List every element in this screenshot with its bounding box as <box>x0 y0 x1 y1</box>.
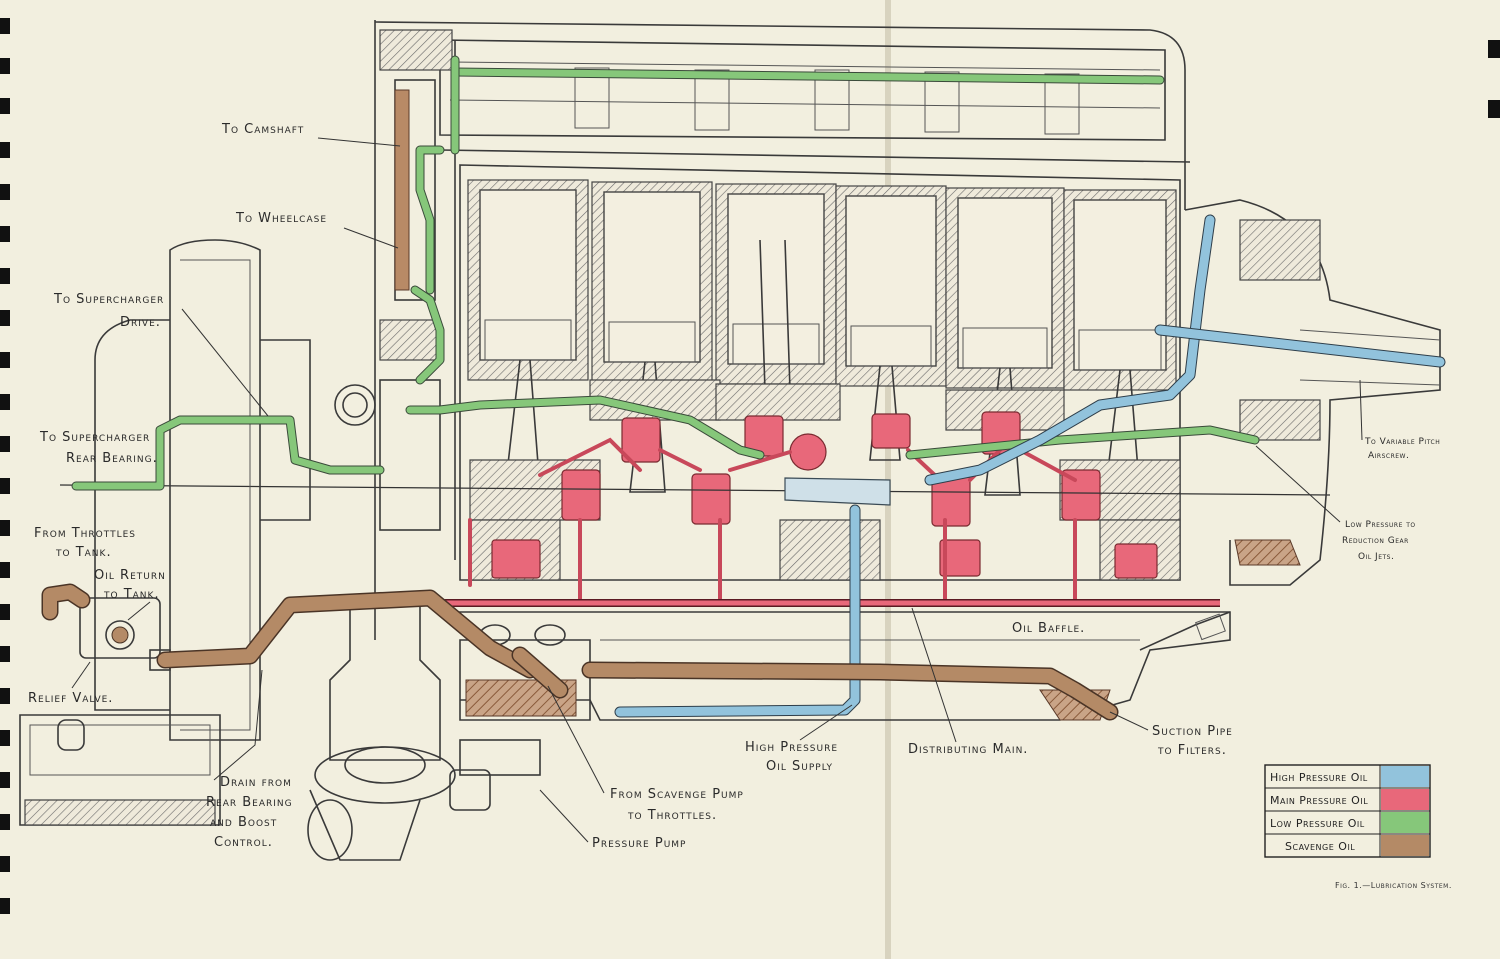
label-high-pressure-supply-2: Oil Supply <box>766 759 833 774</box>
legend-label-main-pressure: Main Pressure Oil <box>1270 794 1368 807</box>
label-drain-4: Control. <box>214 835 273 850</box>
label-low-pressure-jets-3: Oil Jets. <box>1358 552 1394 562</box>
label-relief-valve: Relief Valve. <box>28 691 113 706</box>
label-to-camshaft: To Camshaft <box>221 122 304 137</box>
label-drain-1: Drain from <box>220 775 292 790</box>
label-low-pressure-jets-1: Low Pressure to <box>1345 520 1416 530</box>
scavenge-oil-lines <box>41 583 1119 721</box>
legend-swatch-main-pressure <box>1381 789 1429 810</box>
label-from-throttles-1: From Throttles <box>34 526 136 541</box>
label-to-supercharger-drive-1: To Supercharger <box>53 292 164 307</box>
label-variable-pitch-2: Airscrew. <box>1368 451 1409 461</box>
label-to-supercharger-drive-2: Drive. <box>120 315 161 330</box>
label-distributing-main: Distributing Main. <box>908 742 1028 757</box>
legend-label-scavenge: Scavenge Oil <box>1285 840 1355 853</box>
label-oil-baffle: Oil Baffle. <box>1012 621 1085 636</box>
label-high-pressure-supply-1: High Pressure <box>745 740 838 755</box>
legend-swatch-low-pressure <box>1381 812 1429 833</box>
legend-swatch-high-pressure <box>1381 766 1429 787</box>
label-from-scavenge-1: From Scavenge Pump <box>610 787 744 802</box>
label-oil-return-1: Oil Return <box>94 568 166 583</box>
figure-caption: Fig. 1.—Lubrication System. <box>1335 881 1452 890</box>
label-from-throttles-2: to Tank. <box>55 545 112 560</box>
high-pressure-oil-lines <box>614 214 1446 718</box>
low-pressure-oil-lines <box>71 55 1260 491</box>
label-oil-return-2: to Tank. <box>103 587 160 602</box>
legend-label-high-pressure: High Pressure Oil <box>1270 771 1368 784</box>
legend: High Pressure Oil Main Pressure Oil Low … <box>1264 764 1431 858</box>
legend-swatch-scavenge <box>1381 835 1429 856</box>
engine-drawing <box>19 20 1441 861</box>
label-low-pressure-jets-2: Reduction Gear <box>1342 536 1409 546</box>
label-drain-2: Rear Bearing <box>206 795 293 810</box>
label-suction-pipe-1: Suction Pipe <box>1152 724 1233 739</box>
label-to-supercharger-rear-2: Rear Bearing. <box>66 451 158 466</box>
label-pressure-pump: Pressure Pump <box>592 836 686 851</box>
label-to-wheelcase: To Wheelcase <box>235 211 327 226</box>
label-to-supercharger-rear-1: To Supercharger <box>39 430 150 445</box>
binding-marks <box>0 18 1500 914</box>
label-variable-pitch-1: To Variable Pitch <box>1364 437 1440 447</box>
label-drain-3: and Boost <box>210 815 277 830</box>
callout-labels: To Camshaft To Wheelcase To Supercharger… <box>28 122 1440 851</box>
label-suction-pipe-2: to Filters. <box>1157 743 1227 758</box>
legend-label-low-pressure: Low Pressure Oil <box>1270 817 1365 830</box>
label-from-scavenge-2: to Throttles. <box>627 808 717 823</box>
